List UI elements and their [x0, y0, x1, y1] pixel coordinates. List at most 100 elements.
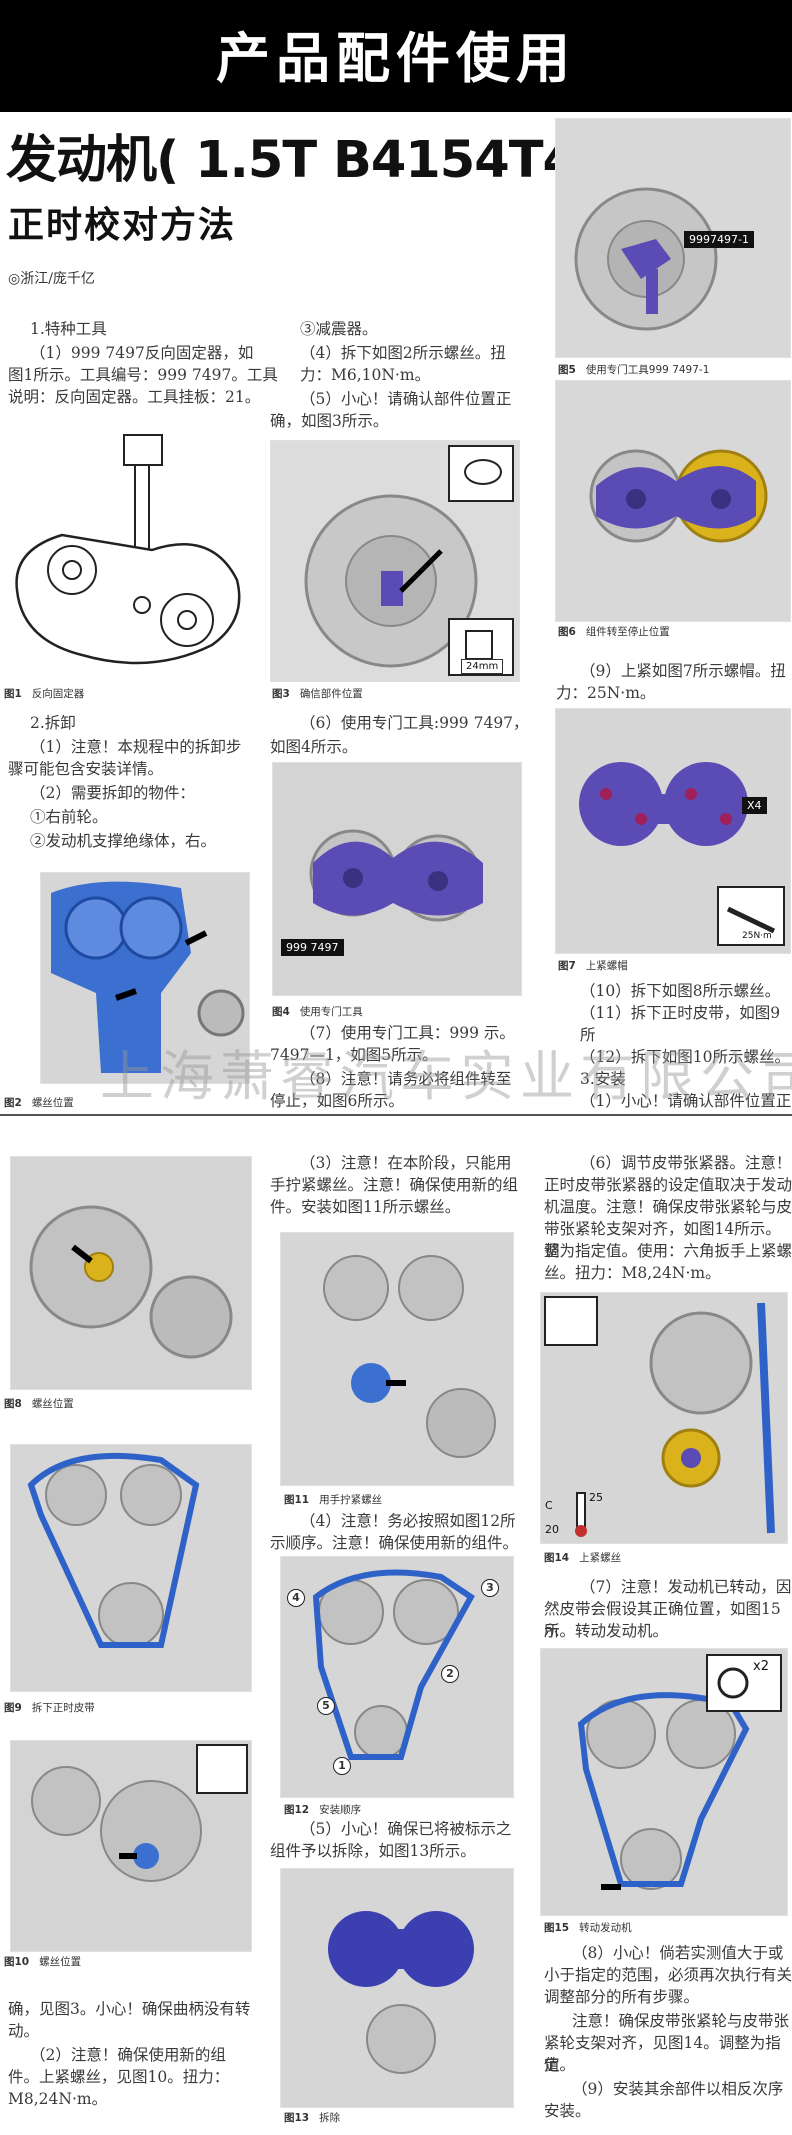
figure-2-image: [40, 872, 250, 1084]
text-line: 丝。扭力：M8,24N·m。: [544, 1264, 721, 1282]
temperature-low: 20: [545, 1523, 559, 1536]
text-line: 骤可能包含安装详情。: [8, 760, 164, 778]
text-line: （11）拆下正时皮带，如图9所: [580, 1004, 781, 1044]
text-line: （5）小心！请确认部件位置正: [300, 390, 512, 408]
figure-11-image: [280, 1232, 514, 1486]
text-line: （1）999 7497反向固定器，如: [30, 344, 254, 362]
text-line: （7）注意！发动机已转动，因: [580, 1578, 792, 1596]
figure-5-image: 9997497-1: [555, 118, 791, 358]
figure-caption: 螺丝位置: [39, 1956, 82, 1968]
figure-caption: 安装顺序: [319, 1804, 362, 1816]
banner-title: 产品配件使用: [216, 27, 576, 90]
figure-7-image: X4 25N·m: [555, 708, 791, 954]
figure-caption: 确信部件位置: [299, 688, 363, 700]
sequence-marker-4: 4: [287, 1589, 305, 1607]
figure-caption: 螺丝位置: [31, 1398, 74, 1410]
text-line: 确，如图3所示。: [270, 412, 389, 430]
figure-caption: 组件转至停止位置: [585, 626, 670, 638]
wrench-size-label: 24mm: [461, 659, 504, 674]
text-line: 紧轮支架对齐，见图14。调整为指定: [544, 2034, 781, 2074]
text-line: 1.特种工具: [30, 320, 107, 338]
figure-12-image: 4 3 2 5 1: [280, 1556, 514, 1798]
figure-14-image: C 25 20: [540, 1292, 788, 1544]
figure-3-image: 24mm: [270, 440, 520, 682]
text-line: （1）小心！请确认部件位置正: [580, 1092, 792, 1110]
text-line: 说明：反向固定器。工具挂板：21。: [8, 388, 261, 406]
figure-number: 图14: [544, 1552, 570, 1564]
text-line: （10）拆下如图8所示螺丝。: [580, 982, 781, 1000]
text-line: （7）使用专门工具：999 示。: [300, 1024, 515, 1042]
figure-number: 图5: [558, 364, 576, 376]
figure-number: 图12: [284, 1804, 310, 1816]
text-line: 确，见图3。小心！确保曲柄没有转: [8, 2000, 251, 2018]
text-line: （8）小心！倘若实测值大于或: [572, 1944, 784, 1962]
text-line: 手拧紧螺丝。注意！确保使用新的组: [270, 1176, 519, 1194]
text-line: 力：M6,10N·m。: [300, 366, 431, 384]
torque-label: 25N·m: [742, 931, 772, 941]
text-line: （8）注意！请务必将组件转至: [300, 1070, 512, 1088]
text-line: ③减震器。: [300, 320, 378, 338]
figure-caption: 反向固定器: [31, 688, 85, 700]
figure-caption: 上紧螺帽: [585, 960, 628, 972]
text-line: （1）注意！本规程中的拆卸步: [30, 738, 242, 756]
figure-3-caption: 图3 确信部件位置: [272, 686, 363, 701]
text-line: （9）安装其余部件以相反次序: [572, 2080, 784, 2098]
figure-10-image: [10, 1740, 252, 1952]
figure-4-image: 999 7497: [272, 762, 522, 996]
text-line: （12）拆下如图10所示螺丝。: [580, 1048, 790, 1066]
figure-caption: 用手拧紧螺丝: [319, 1494, 383, 1506]
text-line: 件。安装如图11所示螺丝。: [270, 1198, 461, 1216]
sequence-marker-3: 3: [481, 1579, 499, 1597]
figure-caption: 拆下正时皮带: [31, 1702, 95, 1714]
text-line: 示。转动发动机。: [544, 1622, 669, 1640]
figure-9-image: [10, 1444, 252, 1692]
figure-number: 图10: [4, 1956, 30, 1968]
article-title: 发动机( 1.5T B4154T4 ): [6, 131, 617, 190]
figure-9-caption: 图9 拆下正时皮带: [4, 1700, 95, 1715]
figure-6-image: [555, 380, 791, 622]
figure-10-caption: 图10 螺丝位置: [4, 1954, 81, 1969]
text-line: 小于指定的范围，必须再次执行有关: [544, 1966, 792, 1984]
rotation-count: x2: [753, 1659, 769, 1674]
temperature-high: 25: [589, 1491, 603, 1504]
text-line: 整为指定值。使用：六角扳手上紧螺: [544, 1242, 792, 1260]
figure-number: 图9: [4, 1702, 22, 1714]
figure-number: 图4: [272, 1006, 290, 1018]
text-line: （2）需要拆卸的物件：: [30, 784, 195, 802]
figure-number: 图1: [4, 688, 22, 700]
sequence-marker-5: 5: [317, 1697, 335, 1715]
tool-number-label: 9997497-1: [684, 231, 754, 248]
text-line: 力：25N·m。: [556, 684, 656, 702]
figure-number: 图3: [272, 688, 290, 700]
figure-number: 图8: [4, 1398, 22, 1410]
figure-1-caption: 图1 反向固定器: [4, 686, 84, 701]
tool-number-label: 999 7497: [281, 939, 344, 956]
text-line: 机温度。注意！确保皮带张紧轮与皮: [544, 1198, 792, 1216]
text-line: 正时皮带张紧器的设定值取决于发动: [544, 1176, 792, 1194]
watermark: 上海萧睿汽车实业有限公司: [100, 1045, 792, 1108]
figure-number: 图13: [284, 2112, 310, 2124]
figure-caption: 转动发动机: [579, 1922, 632, 1934]
text-line: （5）小心！确保已将被标示之: [300, 1820, 512, 1838]
text-line: 注意！确保皮带张紧轮与皮带张: [572, 2012, 790, 2030]
figure-13-image: [280, 1868, 514, 2108]
figure-number: 图2: [4, 1097, 22, 1109]
banner: 产品配件使用: [0, 0, 792, 112]
figure-number: 图11: [284, 1494, 310, 1506]
text-line: （4）拆下如图2所示螺丝。扭: [300, 344, 506, 362]
article-subtitle: 正时校对方法: [8, 205, 237, 246]
figure-8-caption: 图8 螺丝位置: [4, 1396, 74, 1411]
temperature-unit: C: [545, 1499, 553, 1512]
figure-1-image: [2, 430, 252, 680]
text-line: ②发动机支撑绝缘体，右。: [30, 832, 217, 850]
text-line: 安装。: [544, 2102, 591, 2120]
figure-15-image: x2: [540, 1648, 788, 1916]
text-line: 组件予以拆除，如图13所示。: [270, 1842, 476, 1860]
text-line: （3）注意！在本阶段，只能用: [300, 1154, 512, 1172]
count-label: X4: [742, 797, 767, 814]
text-line: 动。: [8, 2022, 40, 2040]
